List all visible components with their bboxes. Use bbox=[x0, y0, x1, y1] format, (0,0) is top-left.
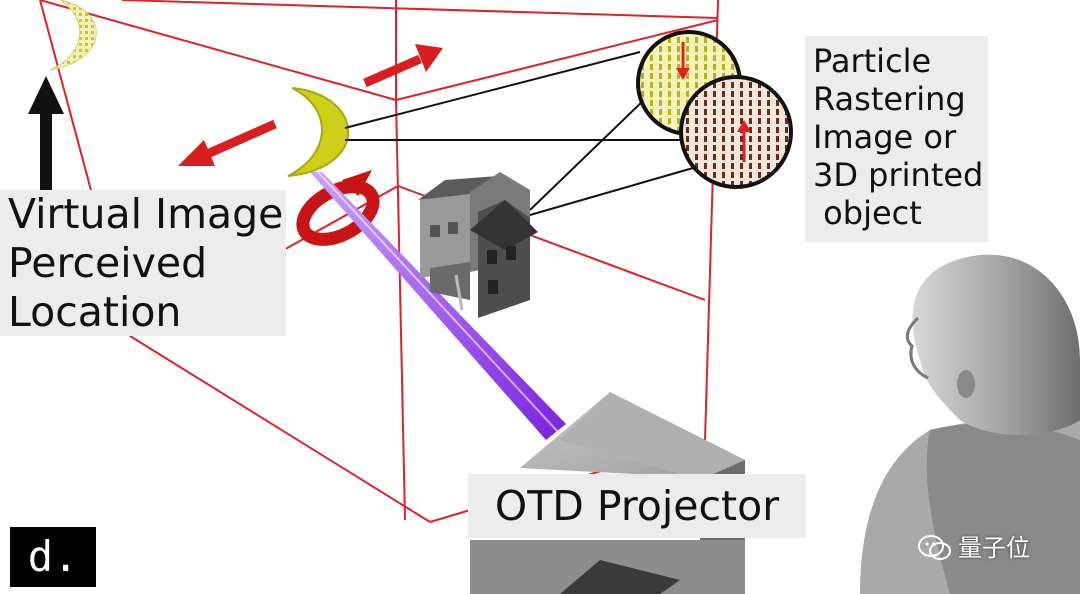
move-arrow-left-icon bbox=[178, 119, 277, 166]
particle-rastering-label: Particle Rastering Image or 3D printed o… bbox=[805, 36, 988, 242]
particle-label-line-3: Image or bbox=[813, 118, 957, 156]
particle-label-line-4: 3D printed bbox=[813, 156, 984, 194]
house-icon bbox=[418, 172, 538, 318]
perceived-up-arrow-icon bbox=[28, 76, 64, 192]
person-bust-icon bbox=[860, 254, 1080, 594]
particle-label-line-5: object bbox=[813, 194, 922, 232]
particle-label-line-1: Particle bbox=[813, 42, 932, 80]
virtual-image-label-line-3: Location bbox=[8, 288, 182, 336]
virtual-moon-icon bbox=[49, 0, 97, 71]
wechat-icon bbox=[918, 535, 951, 560]
watermark-text: 量子位 bbox=[958, 534, 1030, 562]
virtual-image-label-line-1: Virtual Image bbox=[8, 190, 284, 238]
panel-letter: d. bbox=[10, 527, 96, 587]
laser-beam bbox=[310, 172, 566, 440]
move-arrow-right-icon bbox=[363, 44, 443, 88]
magnifier-circle-icon bbox=[636, 30, 793, 189]
rotate-arrow-icon bbox=[296, 170, 380, 246]
virtual-image-label-line-2: Perceived bbox=[8, 239, 208, 287]
virtual-image-label: Virtual Image Perceived Location bbox=[0, 190, 286, 336]
particle-label-line-2: Rastering bbox=[813, 80, 966, 118]
magnifier-lines bbox=[344, 51, 694, 216]
moon-icon bbox=[287, 87, 350, 177]
watermark: 量子位 bbox=[918, 530, 1058, 566]
otd-projector-label: OTD Projector bbox=[468, 474, 806, 538]
